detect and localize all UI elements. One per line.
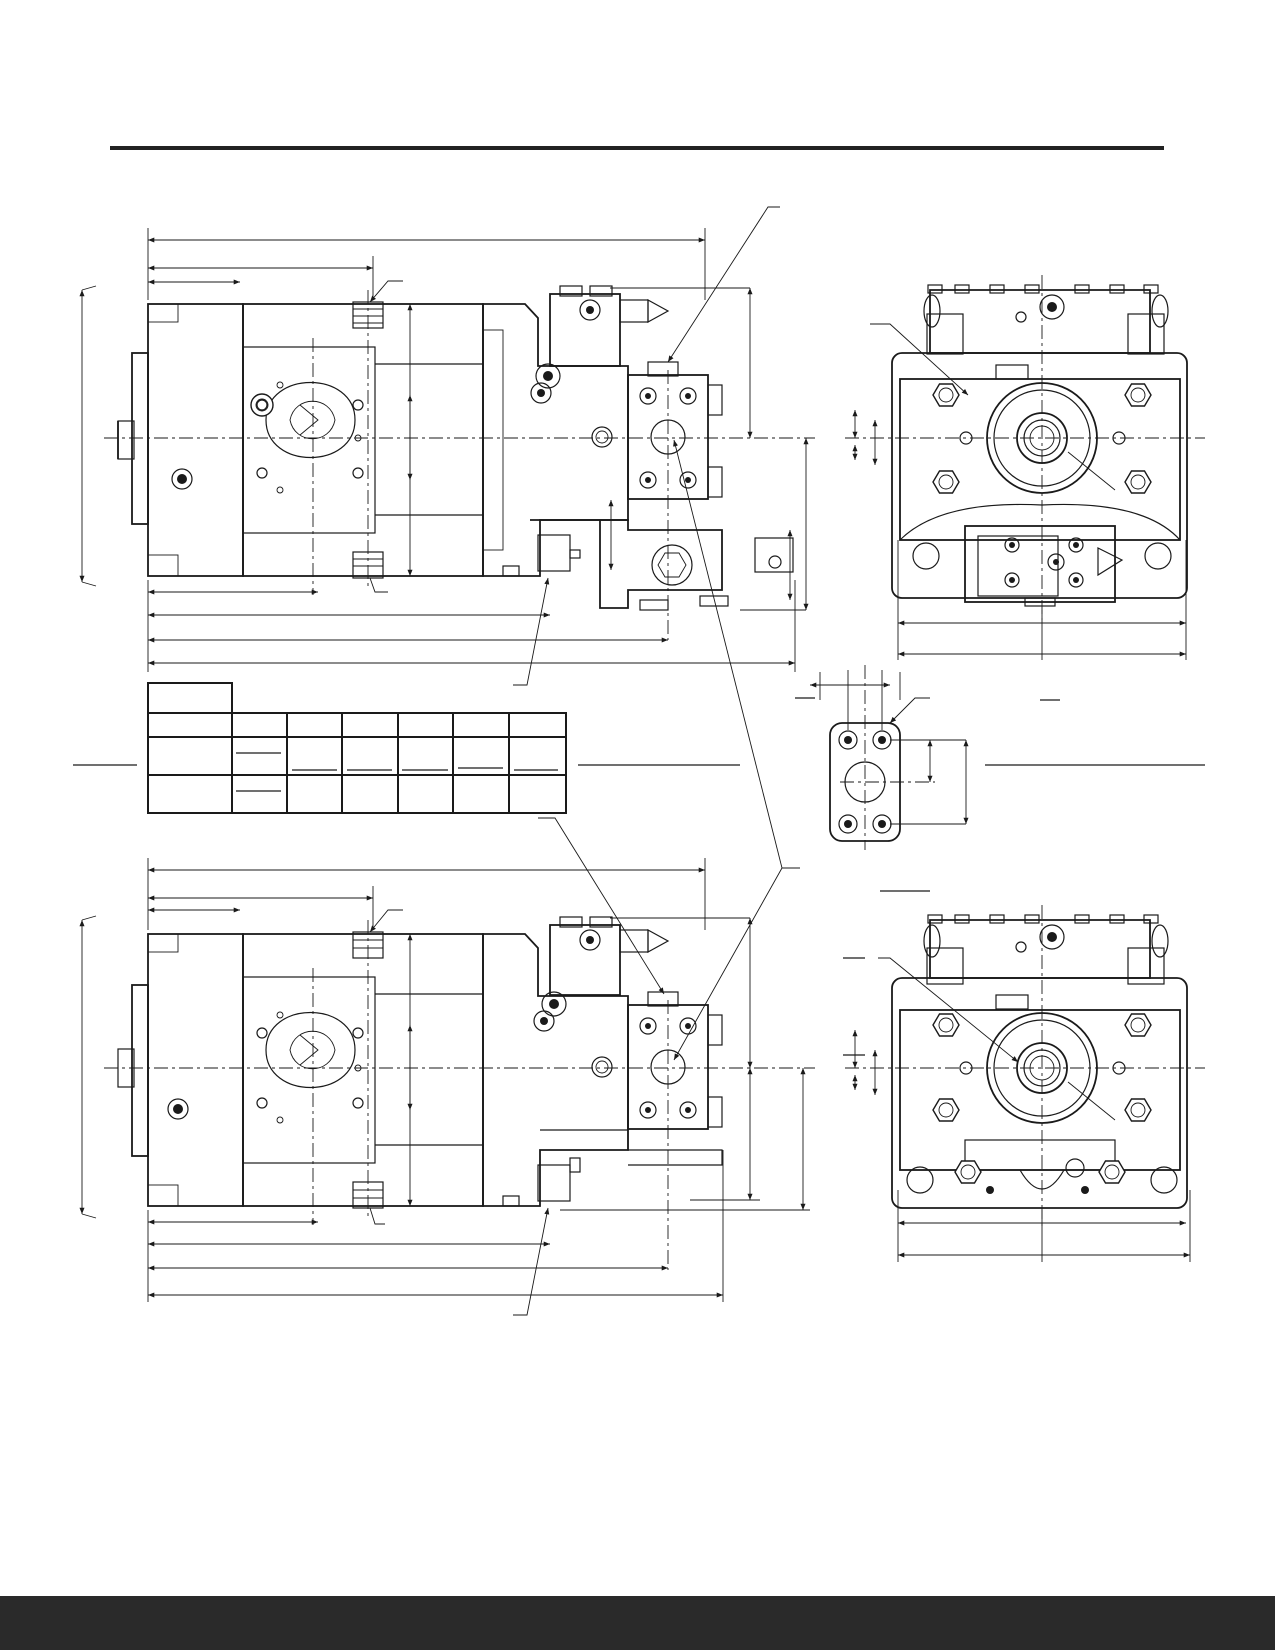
dimension-table: [73, 682, 740, 814]
end-view-lower: [843, 905, 1205, 1262]
end-view-upper: [845, 275, 1205, 660]
header-rule: [110, 146, 1164, 150]
side-view-upper: [79, 206, 815, 686]
side-view-lower: [79, 439, 815, 1316]
port-flange-view: [795, 665, 1205, 892]
footer-bar: [0, 1596, 1275, 1650]
